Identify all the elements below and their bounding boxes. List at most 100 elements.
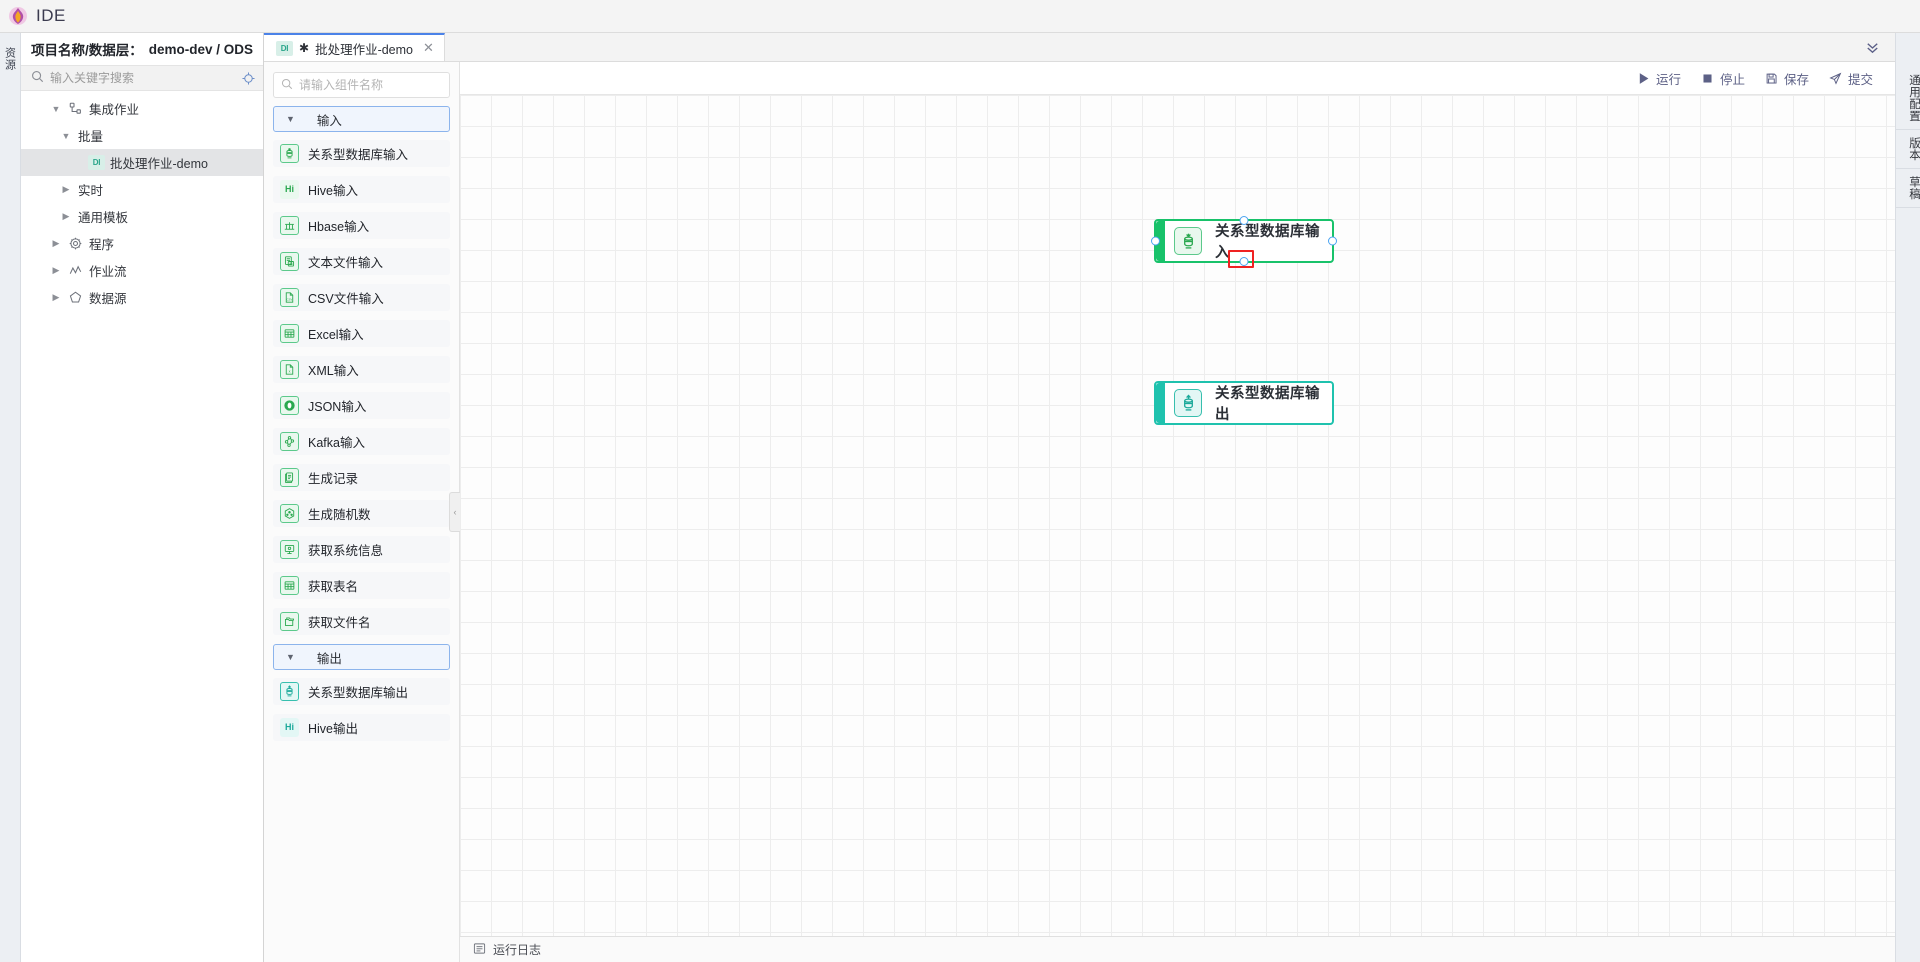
palette-item-1-1[interactable]: Hi Hive输出	[273, 714, 450, 741]
node-label: 关系型数据库输入	[1215, 224, 1320, 261]
caret-down-icon[interactable]: ▼	[286, 114, 295, 124]
caret-down-icon[interactable]: ▼	[61, 130, 71, 141]
app-titlebar: IDE	[0, 0, 1920, 33]
status-bar[interactable]: 运行日志	[460, 936, 1895, 962]
caret-right-icon[interactable]: ▶	[62, 184, 70, 194]
palette-item-0-12[interactable]: 获取表名	[273, 572, 450, 599]
tree-item-5[interactable]: ▶程序	[21, 230, 263, 257]
toolbar-button-label: 停止	[1719, 72, 1745, 87]
file-name-icon	[280, 612, 299, 631]
node-port-left[interactable]	[1151, 236, 1160, 246]
node-body: 关系型数据库输出	[1165, 383, 1332, 423]
caret-down-icon[interactable]: ▼	[51, 103, 61, 114]
explorer-search-row[interactable]	[21, 65, 263, 91]
palette-item-0-5[interactable]: Excel输入	[273, 320, 450, 347]
palette-item-0-3[interactable]: 文本文件输入	[273, 248, 450, 275]
app-title: IDE	[36, 6, 66, 25]
text-file-icon	[280, 252, 299, 271]
palette-item-0-10[interactable]: 生成随机数	[273, 500, 450, 527]
palette-search-row[interactable]	[273, 72, 450, 98]
flame-logo-icon	[8, 6, 28, 26]
svg-text:x: x	[289, 369, 291, 373]
dice-random-icon	[280, 504, 299, 523]
right-rail: 通用配置版本草稿	[1895, 33, 1920, 962]
svg-text:CSV: CSV	[287, 297, 293, 301]
toolbar-button-label: 提交	[1847, 72, 1873, 87]
palette-search-input[interactable]	[299, 78, 442, 92]
run-button[interactable]: 运行	[1637, 69, 1681, 88]
right-tab-general-config[interactable]: 通用配置	[1896, 67, 1920, 130]
save-button[interactable]: 保存	[1765, 69, 1809, 88]
hive-icon: Hi	[280, 718, 299, 737]
flow-canvas[interactable]: 关系型数据库输入关系型数据库输出	[460, 95, 1895, 936]
palette-item-label: Excel输入	[308, 328, 364, 342]
close-icon[interactable]: ✕	[423, 40, 434, 55]
palette-item-0-9[interactable]: 生成记录	[273, 464, 450, 491]
locate-target-icon[interactable]	[242, 71, 255, 85]
node-body: 关系型数据库输入	[1165, 221, 1332, 261]
right-tab-version[interactable]: 版本	[1896, 130, 1920, 169]
node-label: 关系型数据库输出	[1215, 386, 1320, 423]
table-name-icon	[280, 576, 299, 595]
sitemap-icon	[68, 101, 84, 117]
palette-item-0-2[interactable]: Hbase输入	[273, 212, 450, 239]
caret-right-icon[interactable]: ▶	[52, 292, 60, 302]
explorer-header: 项目名称/数据层： demo-dev / ODS	[21, 33, 263, 65]
canvas-node-1[interactable]: 关系型数据库输出	[1154, 381, 1334, 425]
toolbar-button-label: 运行	[1655, 72, 1681, 87]
caret-right-icon[interactable]: ▶	[62, 211, 70, 221]
chevron-double-down-icon[interactable]	[1864, 33, 1895, 61]
submit-icon	[1829, 72, 1842, 85]
search-icon	[281, 78, 293, 93]
submit-button[interactable]: 提交	[1829, 69, 1873, 88]
palette-item-0-13[interactable]: 获取文件名	[273, 608, 450, 635]
canvas-toolbar: 运行 停止 保存 提交	[460, 62, 1895, 95]
palette-item-0-11[interactable]: 获取系统信息	[273, 536, 450, 563]
caret-right-icon[interactable]: ▶	[52, 238, 60, 248]
tree-item-4[interactable]: ▶通用模板	[21, 203, 263, 230]
tree-item-0[interactable]: ▼集成作业	[21, 95, 263, 122]
caret-down-icon[interactable]: ▼	[286, 652, 295, 662]
palette-item-label: XML输入	[308, 364, 359, 378]
tree-item-label: 数据源	[89, 292, 127, 306]
tree-item-6[interactable]: ▶作业流	[21, 257, 263, 284]
palette-group-label: 输入	[316, 113, 342, 128]
canvas-node-0[interactable]: 关系型数据库输入	[1151, 216, 1337, 266]
palette-group-输出[interactable]: ▼输出	[273, 644, 450, 670]
palette-item-0-8[interactable]: Kafka输入	[273, 428, 450, 455]
explorer-header-label: 项目名称/数据层：	[31, 43, 143, 58]
canvas-wrapper: 运行 停止 保存 提交 关系型数据库输入关系型数据库输出 运行日志	[460, 62, 1895, 962]
gear-icon	[68, 236, 84, 252]
tree-item-3[interactable]: ▶实时	[21, 176, 263, 203]
palette-item-0-0[interactable]: 关系型数据库输入	[273, 140, 450, 167]
palette-group-输入[interactable]: ▼ 输入	[273, 106, 450, 132]
chevron-left-icon[interactable]: ‹	[449, 492, 460, 532]
rail-tab-resource[interactable]: 资源	[3, 47, 16, 71]
palette-item-0-7[interactable]: JSON输入	[273, 392, 450, 419]
stop-icon	[1701, 72, 1714, 85]
explorer-project-value: demo-dev / ODS	[148, 41, 254, 57]
json-circle-icon	[280, 396, 299, 415]
node-port-bottom[interactable]	[1239, 257, 1249, 266]
tree-item-1[interactable]: ▼批量	[21, 122, 263, 149]
explorer-search-input[interactable]	[50, 71, 236, 85]
node-port-top[interactable]	[1239, 216, 1249, 225]
palette-item-label: 获取文件名	[308, 616, 371, 630]
palette-item-0-6[interactable]: x XML输入	[273, 356, 450, 383]
caret-right-icon[interactable]: ▶	[52, 265, 60, 275]
tab-di-badge: DI	[276, 40, 293, 56]
palette-item-label: Hive输出	[308, 722, 359, 736]
right-tab-draft[interactable]: 草稿	[1896, 169, 1920, 208]
tree-item-7[interactable]: ▶ 数据源	[21, 284, 263, 311]
node-port-right[interactable]	[1328, 236, 1337, 246]
database-out-icon	[280, 682, 299, 701]
stop-button[interactable]: 停止	[1701, 69, 1745, 88]
editor-tab-batch-demo[interactable]: DI ✱ 批处理作业-demo ✕	[264, 33, 445, 61]
palette-item-1-0[interactable]: 关系型数据库输出	[273, 678, 450, 705]
